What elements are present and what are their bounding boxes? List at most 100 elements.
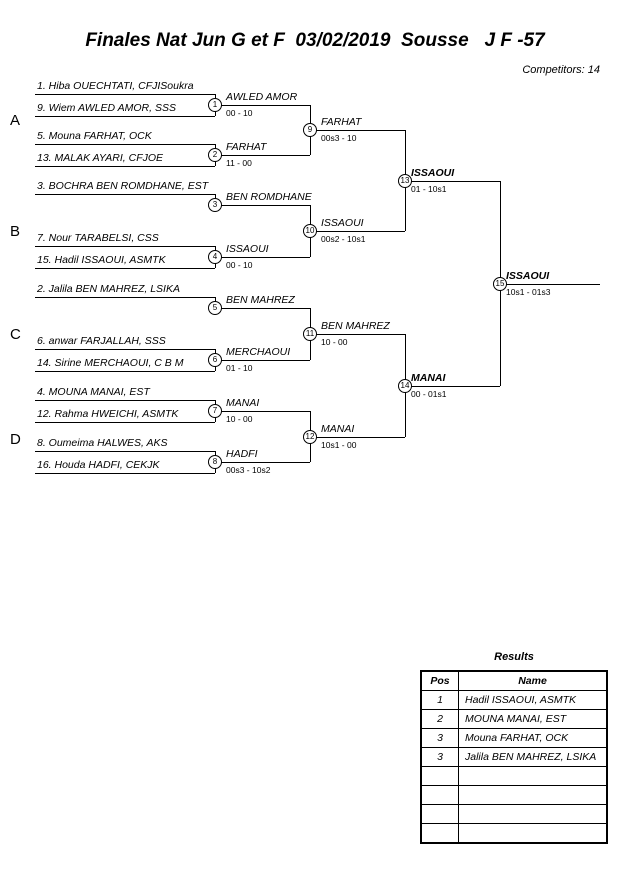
winner-name: ISSAOUI <box>226 243 269 255</box>
match-score: 00 - 01s1 <box>411 389 447 399</box>
results-header-pos: Pos <box>420 670 459 691</box>
match-number: 10 <box>303 224 317 238</box>
results-title: Results <box>494 651 534 663</box>
results-header-row: Pos Name <box>420 670 608 691</box>
name-cell: MOUNA MANAI, EST <box>458 709 608 729</box>
match-number: 7 <box>208 404 222 418</box>
pos-cell <box>420 785 459 805</box>
name-cell <box>458 766 608 786</box>
bracket-line <box>35 116 215 117</box>
winner-name: HADFI <box>226 448 258 460</box>
winner-name: MANAI <box>226 397 260 409</box>
bracket-line <box>35 144 215 145</box>
seat-label: 6. anwar FARJALLAH, SSS <box>37 335 166 347</box>
name-cell: Jalila BEN MAHREZ, LSIKA <box>458 747 608 767</box>
bracket-line <box>405 181 500 182</box>
seat-label: 8. Oumeima HALWES, AKS <box>37 437 168 449</box>
match-number: 4 <box>208 250 222 264</box>
pos-cell <box>420 804 459 824</box>
results-empty-row <box>420 766 608 786</box>
pos-cell: 3 <box>420 728 459 748</box>
winner-name: ISSAOUI <box>321 217 364 229</box>
match-number: 6 <box>208 353 222 367</box>
match-number: 11 <box>303 327 317 341</box>
results-header-name: Name <box>458 670 608 691</box>
seat-label: 14. Sirine MERCHAOUI, C B M <box>37 357 184 369</box>
match-number: 5 <box>208 301 222 315</box>
results-row: 3 Jalila BEN MAHREZ, LSIKA <box>420 747 608 767</box>
match-score: 00s3 - 10s2 <box>226 465 271 475</box>
group-label-d: D <box>10 431 21 448</box>
seat-label: 5. Mouna FARHAT, OCK <box>37 130 152 142</box>
results-table: Pos Name 1 Hadil ISSAOUI, ASMTK 2 MOUNA … <box>420 670 608 844</box>
bracket-line <box>215 205 310 206</box>
seat-label: 1. Hiba OUECHTATI, CFJISoukra <box>37 80 194 92</box>
winner-name: BEN MAHREZ <box>321 320 390 332</box>
seat-label: 15. Hadil ISSAOUI, ASMTK <box>37 254 166 266</box>
results-empty-row <box>420 785 608 805</box>
bracket-line <box>215 308 310 309</box>
match-score: 01 - 10s1 <box>411 184 447 194</box>
match-number: 14 <box>398 379 412 393</box>
bracket-line <box>215 257 310 258</box>
competitors-count: Competitors: 14 <box>522 64 600 76</box>
match-number: 15 <box>493 277 507 291</box>
name-cell <box>458 804 608 824</box>
winner-name: ISSAOUI <box>506 270 550 282</box>
bracket-line <box>310 437 405 438</box>
bracket-line <box>215 105 310 106</box>
bracket-line <box>35 349 215 350</box>
match-score: 00 - 10 <box>226 260 253 270</box>
match-score: 00 - 10 <box>226 108 253 118</box>
pos-cell <box>420 823 459 844</box>
seat-label: 3. BOCHRA BEN ROMDHANE, EST <box>37 180 209 192</box>
winner-name: ISSAOUI <box>411 167 455 179</box>
match-score: 10 - 00 <box>321 337 348 347</box>
winner-name: BEN ROMDHANE <box>226 191 312 203</box>
tournament-title: Finales Nat Jun G et F 03/02/2019 Sousse… <box>85 30 545 51</box>
match-score: 00s3 - 10 <box>321 133 357 143</box>
seat-label: 9. Wiem AWLED AMOR, SSS <box>37 102 176 114</box>
bracket-line <box>35 194 215 195</box>
winner-name: AWLED AMOR <box>226 91 298 103</box>
match-score: 01 - 10 <box>226 363 253 373</box>
bracket-line <box>310 334 405 335</box>
bracket-line <box>500 284 600 285</box>
match-number: 1 <box>208 98 222 112</box>
pos-cell <box>420 766 459 786</box>
results-row: 1 Hadil ISSAOUI, ASMTK <box>420 690 608 710</box>
match-score: 00s2 - 10s1 <box>321 234 366 244</box>
group-label-a: A <box>10 112 21 129</box>
match-number: 9 <box>303 123 317 137</box>
seat-label: 4. MOUNA MANAI, EST <box>37 386 150 398</box>
bracket-line <box>215 411 310 412</box>
match-number: 12 <box>303 430 317 444</box>
bracket-line <box>35 451 215 452</box>
match-score: 11 - 00 <box>226 158 252 168</box>
match-number: 8 <box>208 455 222 469</box>
name-cell: Hadil ISSAOUI, ASMTK <box>458 690 608 710</box>
bracket-line <box>35 268 215 269</box>
winner-name: MANAI <box>321 423 355 435</box>
name-cell <box>458 785 608 805</box>
results-empty-row <box>420 804 608 824</box>
seat-label: 16. Houda HADFI, CEKJK <box>37 459 160 471</box>
group-label-b: B <box>10 223 21 240</box>
winner-name: BEN MAHREZ <box>226 294 295 306</box>
bracket-line <box>35 297 215 298</box>
name-cell <box>458 823 608 844</box>
bracket-line <box>35 422 215 423</box>
bracket-line <box>405 386 500 387</box>
results-row: 2 MOUNA MANAI, EST <box>420 709 608 729</box>
seat-label: 7. Nour TARABELSI, CSS <box>37 232 159 244</box>
match-number: 2 <box>208 148 222 162</box>
bracket-line <box>310 231 405 232</box>
pos-cell: 3 <box>420 747 459 767</box>
bracket-line <box>215 155 310 156</box>
winner-name: MERCHAOUI <box>226 346 291 358</box>
match-number: 3 <box>208 198 222 212</box>
bracket-line <box>35 246 215 247</box>
results-empty-row <box>420 823 608 844</box>
bracket-line <box>215 360 310 361</box>
bracket-line <box>35 94 215 95</box>
